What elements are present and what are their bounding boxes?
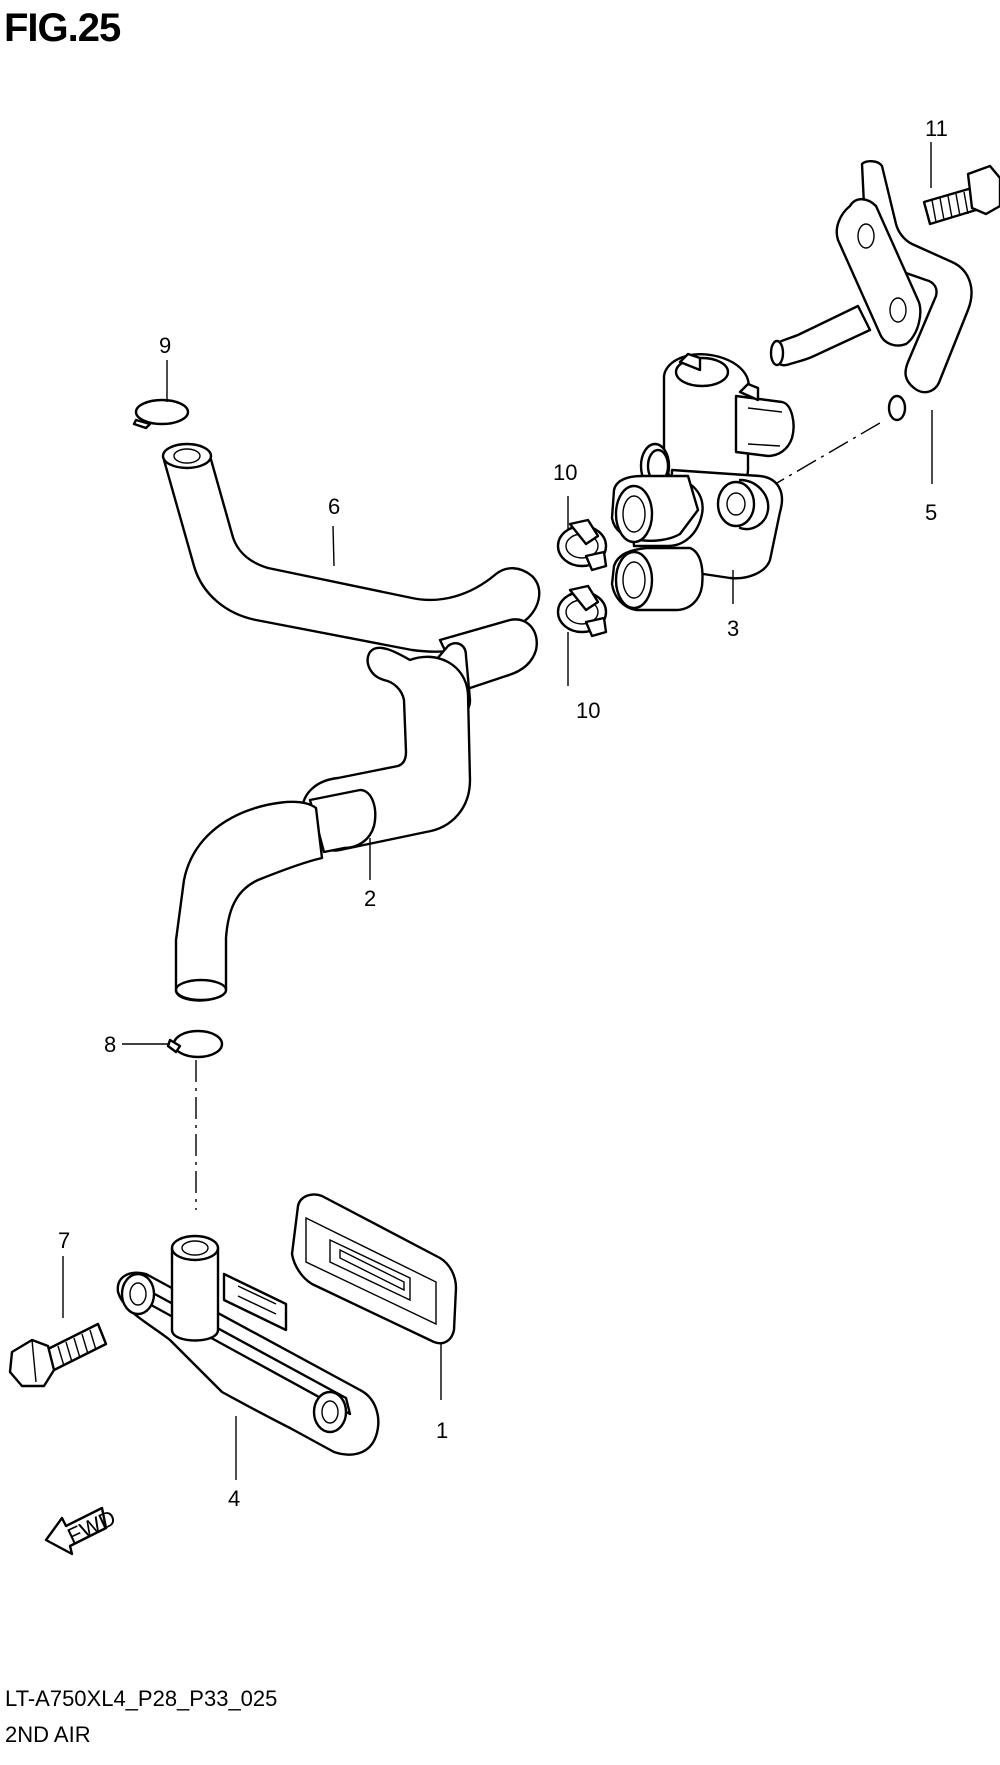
fwd-label: FWD — [64, 1505, 120, 1549]
callout-4: 4 — [228, 1486, 240, 1511]
forward-direction-arrow: FWD — [44, 1505, 120, 1556]
part-10-hose-clamp-lower[interactable] — [556, 584, 608, 638]
callout-6: 6 — [328, 494, 340, 519]
part-3-pair-valve[interactable] — [610, 352, 795, 612]
callout-10-upper: 10 — [553, 460, 577, 485]
callout-labels: 9 6 11 10 10 3 5 2 8 7 1 4 — [58, 116, 948, 1511]
leader-lines — [62, 142, 933, 1480]
callout-8: 8 — [104, 1032, 116, 1057]
callout-1: 1 — [436, 1418, 448, 1443]
section-name: 2ND AIR — [5, 1722, 91, 1747]
part-2-air-hose[interactable] — [174, 618, 538, 1002]
callout-2: 2 — [364, 886, 376, 911]
part-11-bolt[interactable] — [922, 164, 1000, 226]
part-10-hose-clamp-upper[interactable] — [556, 518, 608, 572]
callout-5: 5 — [925, 500, 937, 525]
callout-10-lower: 10 — [576, 698, 600, 723]
part-4-reed-valve-cover[interactable] — [116, 1234, 380, 1456]
figure-title: FIG.25 — [4, 6, 121, 50]
part-5-air-pipe[interactable] — [764, 160, 973, 491]
callout-7: 7 — [58, 1228, 70, 1253]
drawing-code: LT-A750XL4_P28_P33_025 — [5, 1686, 278, 1711]
callout-11: 11 — [925, 116, 948, 141]
callout-3: 3 — [727, 616, 739, 641]
part-1-gasket[interactable] — [290, 1193, 458, 1345]
part-6-air-hose[interactable] — [161, 442, 541, 653]
part-7-bolt[interactable] — [8, 1322, 108, 1388]
part-8-o-ring[interactable] — [166, 1029, 224, 1059]
callout-9: 9 — [159, 333, 171, 358]
part-9-clip[interactable] — [132, 398, 190, 430]
